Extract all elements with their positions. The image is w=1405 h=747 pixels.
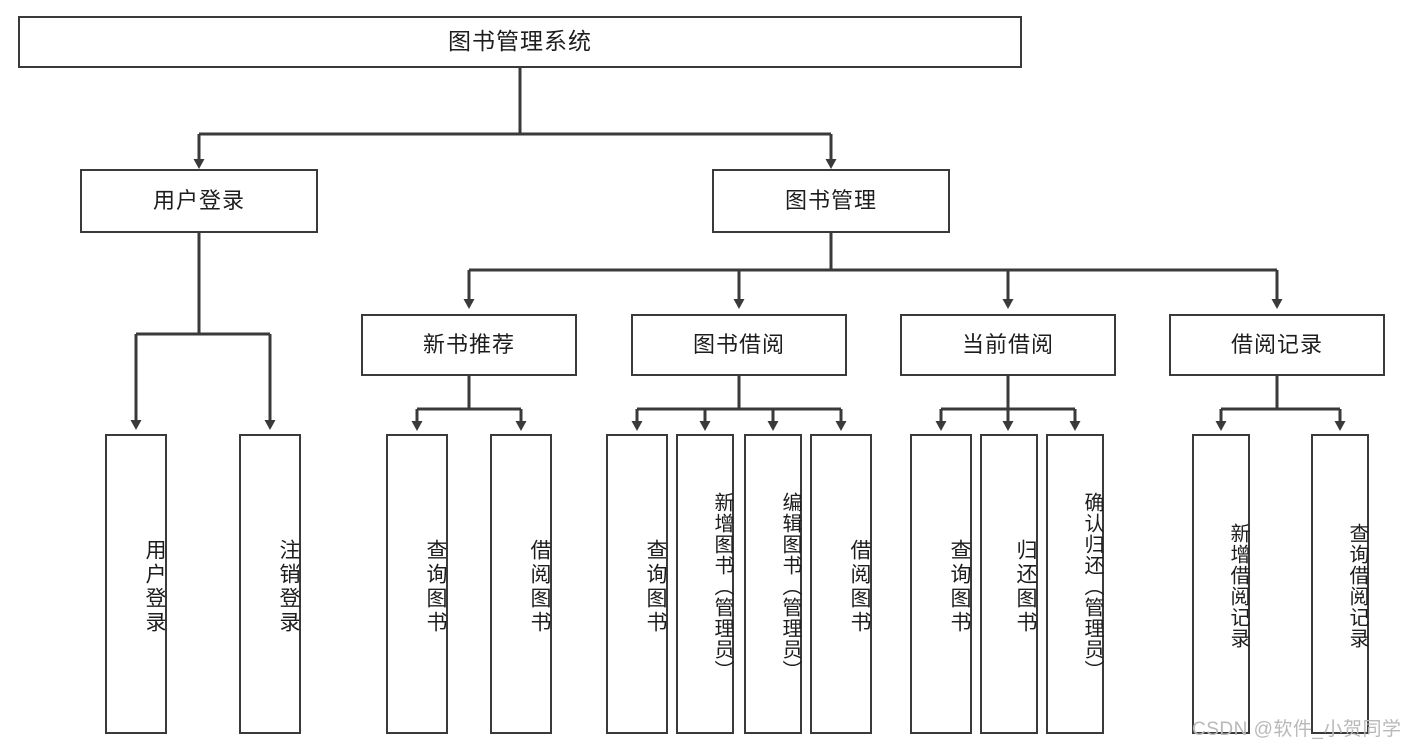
leaf-user-login-login[interactable]: 用户登录 bbox=[105, 434, 167, 734]
leaf-borrow-query-book[interactable]: 查询图书 bbox=[606, 434, 668, 734]
leaf-borrow-borrow-book[interactable]: 借阅图书 bbox=[810, 434, 872, 734]
csdn-watermark: CSDN @软件_小贺同学 bbox=[1192, 719, 1402, 740]
node-book-management[interactable]: 图书管理 bbox=[712, 169, 950, 233]
leaf-current-confirm-return-admin[interactable]: 确认归还（管理员） bbox=[1046, 434, 1104, 734]
leaf-current-query-book[interactable]: 查询图书 bbox=[910, 434, 972, 734]
node-new-book-recommend[interactable]: 新书推荐 bbox=[361, 314, 577, 376]
leaf-recommend-borrow-book[interactable]: 借阅图书 bbox=[490, 434, 552, 734]
node-root-system[interactable]: 图书管理系统 bbox=[18, 16, 1022, 68]
node-borrow-records[interactable]: 借阅记录 bbox=[1169, 314, 1385, 376]
leaf-current-return-book[interactable]: 归还图书 bbox=[980, 434, 1038, 734]
leaf-recommend-query-book[interactable]: 查询图书 bbox=[386, 434, 448, 734]
leaf-borrow-add-book-admin[interactable]: 新增图书（管理员） bbox=[676, 434, 734, 734]
node-book-borrow[interactable]: 图书借阅 bbox=[631, 314, 847, 376]
leaf-borrow-edit-book-admin[interactable]: 编辑图书（管理员） bbox=[744, 434, 802, 734]
leaf-records-add-record[interactable]: 新增借阅记录 bbox=[1192, 434, 1250, 734]
leaf-records-query-record[interactable]: 查询借阅记录 bbox=[1311, 434, 1369, 734]
node-current-borrow[interactable]: 当前借阅 bbox=[900, 314, 1116, 376]
leaf-user-login-logout[interactable]: 注销登录 bbox=[239, 434, 301, 734]
node-user-login[interactable]: 用户登录 bbox=[80, 169, 318, 233]
